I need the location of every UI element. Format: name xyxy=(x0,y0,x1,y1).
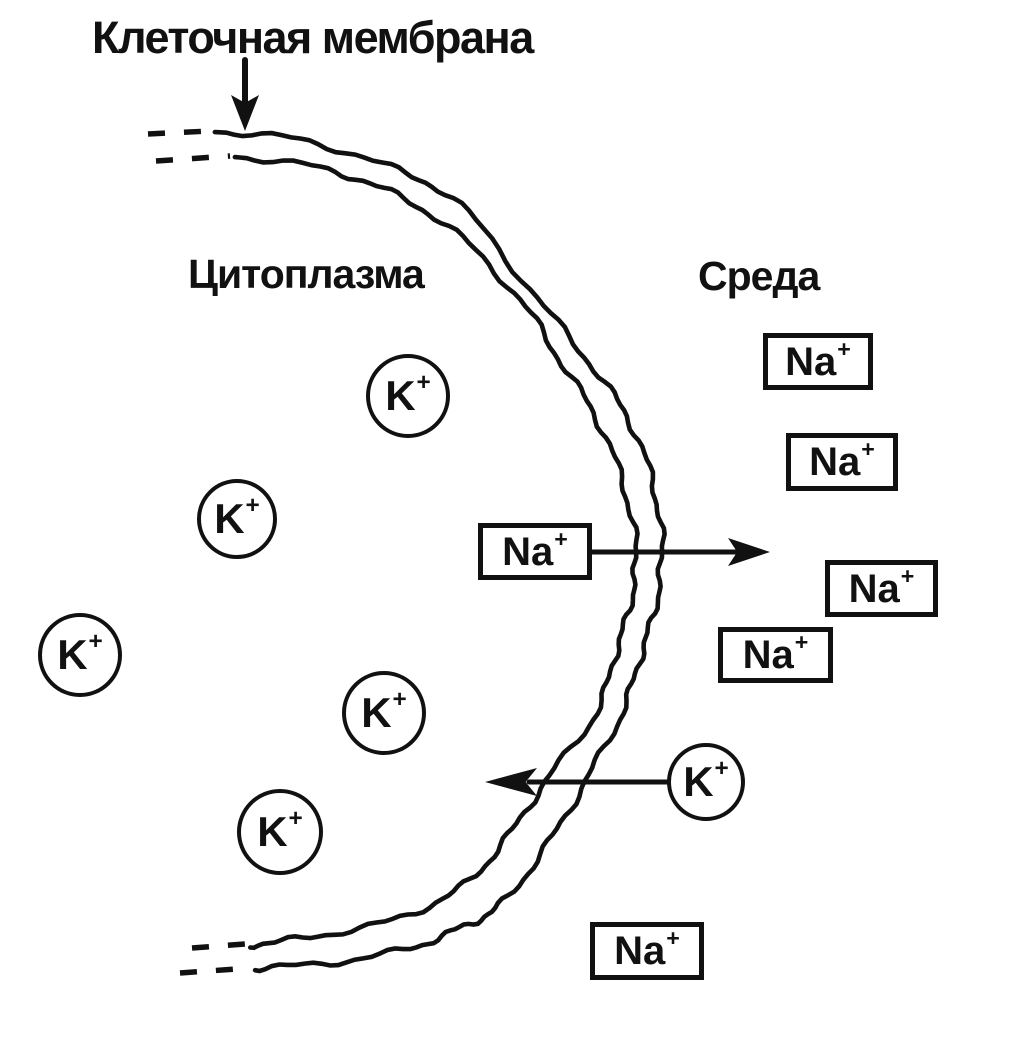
sodium-efflux-arrow-head xyxy=(728,538,770,566)
membrane-inner-line xyxy=(232,154,640,951)
membrane-inner-dash-top xyxy=(155,153,231,164)
ion-charge: + xyxy=(288,805,303,833)
k-ion-transported: K+ xyxy=(667,743,745,821)
ion-symbol: Na xyxy=(614,929,666,973)
na-ion: Na+ xyxy=(590,922,704,980)
ion-symbol: K xyxy=(385,372,416,419)
ion-symbol: K xyxy=(214,495,245,542)
na-ion: Na+ xyxy=(763,333,873,390)
ion-charge: + xyxy=(837,335,851,362)
ion-charge: + xyxy=(554,525,568,552)
ion-symbol: Na xyxy=(809,440,861,484)
potassium-influx-arrow-head xyxy=(485,768,537,796)
ion-symbol: K xyxy=(683,758,714,805)
ion-symbol: K xyxy=(361,689,392,736)
ion-charge: + xyxy=(88,628,103,656)
na-ion: Na+ xyxy=(825,560,938,617)
ion-symbol: K xyxy=(57,631,88,678)
na-ion: Na+ xyxy=(786,433,898,491)
ion-charge: + xyxy=(714,755,729,783)
ion-charge: + xyxy=(666,925,680,952)
ion-symbol: Na xyxy=(502,529,554,574)
k-ion: K+ xyxy=(38,613,122,697)
membrane-outer-dash-bottom xyxy=(179,965,251,976)
ion-symbol: Na xyxy=(785,339,837,384)
k-ion: K+ xyxy=(197,479,277,559)
environment-region-label: Среда xyxy=(698,253,820,299)
ion-symbol: Na xyxy=(742,633,794,677)
ion-charge: + xyxy=(245,492,260,520)
ion-charge: + xyxy=(900,562,915,589)
na-ion: Na+ xyxy=(718,627,833,683)
k-ion: K+ xyxy=(366,354,450,438)
k-ion: K+ xyxy=(237,789,323,875)
membrane-inner-dash-bottom xyxy=(191,941,246,951)
cytoplasm-region-label: Цитоплазма xyxy=(188,251,425,297)
membrane-pointer-arrow-head xyxy=(231,95,259,131)
membrane-outer-line xyxy=(212,129,667,974)
ion-charge: + xyxy=(861,436,875,463)
ion-charge: + xyxy=(416,369,431,397)
k-ion: K+ xyxy=(342,671,426,755)
na-ion-transported: Na+ xyxy=(478,523,592,580)
ion-symbol: K xyxy=(257,808,288,855)
ion-charge: + xyxy=(794,629,809,656)
ion-symbol: Na xyxy=(848,566,900,611)
membrane-label: Клеточная мембрана xyxy=(92,12,534,63)
membrane-outer-dash-top xyxy=(147,128,211,137)
ion-charge: + xyxy=(392,686,407,714)
